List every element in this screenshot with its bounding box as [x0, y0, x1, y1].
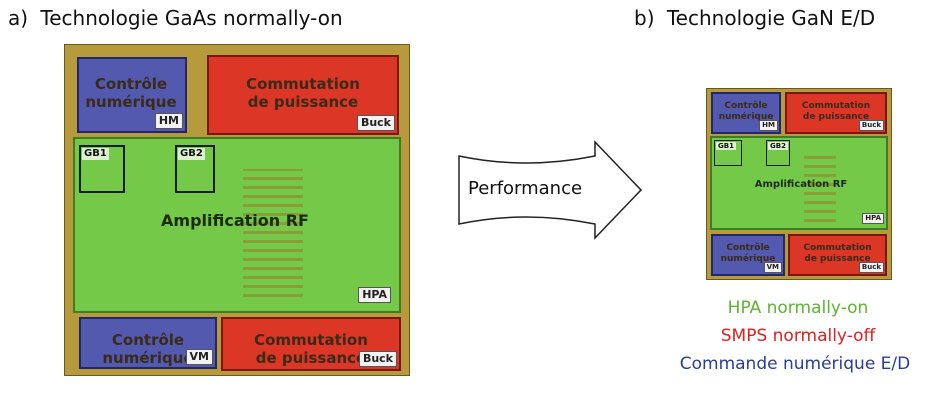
vm-tag: VM	[185, 349, 213, 365]
rf-transistor-array	[243, 169, 303, 297]
panel-b-letter: b)	[634, 6, 655, 30]
power-switching-block-top: Commutation de puissance Buck	[207, 55, 399, 135]
gb1-label: GB1	[82, 148, 109, 160]
gan-power-switching-bottom-line2: de puissance	[804, 254, 871, 264]
gan-power-switching-bottom-line1: Commutation	[803, 243, 872, 253]
gan-digital-control-bottom-line1: Contrôle	[726, 243, 770, 253]
gan-hpa-tag: HPA	[862, 213, 884, 224]
rf-amplification-block: GB1 GB2 Amplification RF HPA	[73, 137, 401, 313]
power-switching-label-line1: Commutation	[246, 75, 360, 93]
digital-control-label-line2: numérique	[85, 93, 177, 111]
panel-a-letter: a)	[8, 6, 29, 30]
gan-hm-tag: HM	[759, 120, 778, 131]
gan-power-switching-line2: de puissance	[802, 112, 870, 122]
buck-tag-bottom: Buck	[358, 351, 397, 367]
power-switching-label-line2: de puissance	[247, 93, 359, 111]
gan-gb2-box: GB2	[766, 140, 790, 166]
legend-smps: SMPS normally-off	[720, 326, 876, 346]
gaas-chip: Contrôle numérique HM Commutation de pui…	[64, 44, 410, 376]
gan-buck-tag-bottom: Buck	[858, 262, 884, 273]
performance-label: Performance	[468, 178, 583, 199]
buck-tag-top: Buck	[356, 115, 395, 131]
gan-gb1-label: GB1	[716, 142, 736, 151]
panel-a-title: Technologie GaAs normally-on	[40, 6, 343, 30]
gan-gb1-box: GB1	[714, 140, 742, 166]
power-switching-bottom-line2: de puissance	[255, 349, 367, 367]
gan-buck-tag-top: Buck	[858, 120, 884, 131]
gan-rf-transistor-array	[804, 152, 836, 222]
gan-digital-control-line1: Contrôle	[724, 101, 768, 111]
power-switching-block-bottom: Commutation de puissance Buck	[221, 317, 401, 371]
gan-vm-tag: VM	[763, 262, 782, 273]
gan-rf-amplification-label: Amplification RF	[754, 179, 848, 190]
hm-tag: HM	[154, 113, 183, 129]
legend-digital-command: Commande numérique E/D	[679, 354, 911, 374]
gan-digital-control-bottom-line2: numérique	[720, 254, 776, 264]
panel-a-heading: a) Technologie GaAs normally-on	[8, 6, 343, 30]
rf-amplification-label: Amplification RF	[161, 211, 309, 230]
legend-hpa: HPA normally-on	[727, 298, 869, 318]
panel-b-title: Technologie GaN E/D	[666, 6, 876, 30]
performance-arrow	[458, 140, 643, 240]
gan-rf-amplification-block: GB1 GB2 Amplification RF HPA	[710, 136, 888, 230]
gan-gb2-label: GB2	[768, 142, 788, 151]
gan-power-switching-block-top: Commutation de puissance Buck	[785, 92, 887, 134]
digital-control-block-top: Contrôle numérique HM	[77, 57, 187, 133]
gb2-box: GB2	[175, 145, 215, 193]
gan-digital-control-block-bottom: Contrôle numérique VM	[711, 234, 785, 276]
panel-b-heading: b) Technologie GaN E/D	[634, 6, 875, 30]
gb2-label: GB2	[178, 148, 205, 160]
gb1-box: GB1	[79, 145, 125, 193]
gan-digital-control-line2: numérique	[718, 112, 774, 122]
gan-power-switching-line1: Commutation	[801, 101, 871, 111]
power-switching-bottom-line1: Commutation	[254, 331, 368, 349]
digital-control-block-bottom: Contrôle numérique VM	[79, 317, 217, 369]
gan-digital-control-block-top: Contrôle numérique HM	[711, 92, 781, 134]
gan-chip: Contrôle numérique HM Commutation de pui…	[706, 88, 892, 280]
digital-control-bottom-line1: Contrôle	[111, 331, 185, 349]
digital-control-label-line1: Contrôle	[94, 75, 168, 93]
gan-power-switching-block-bottom: Commutation de puissance Buck	[788, 234, 887, 276]
hpa-tag: HPA	[358, 287, 391, 303]
digital-control-bottom-line2: numérique	[102, 349, 194, 367]
